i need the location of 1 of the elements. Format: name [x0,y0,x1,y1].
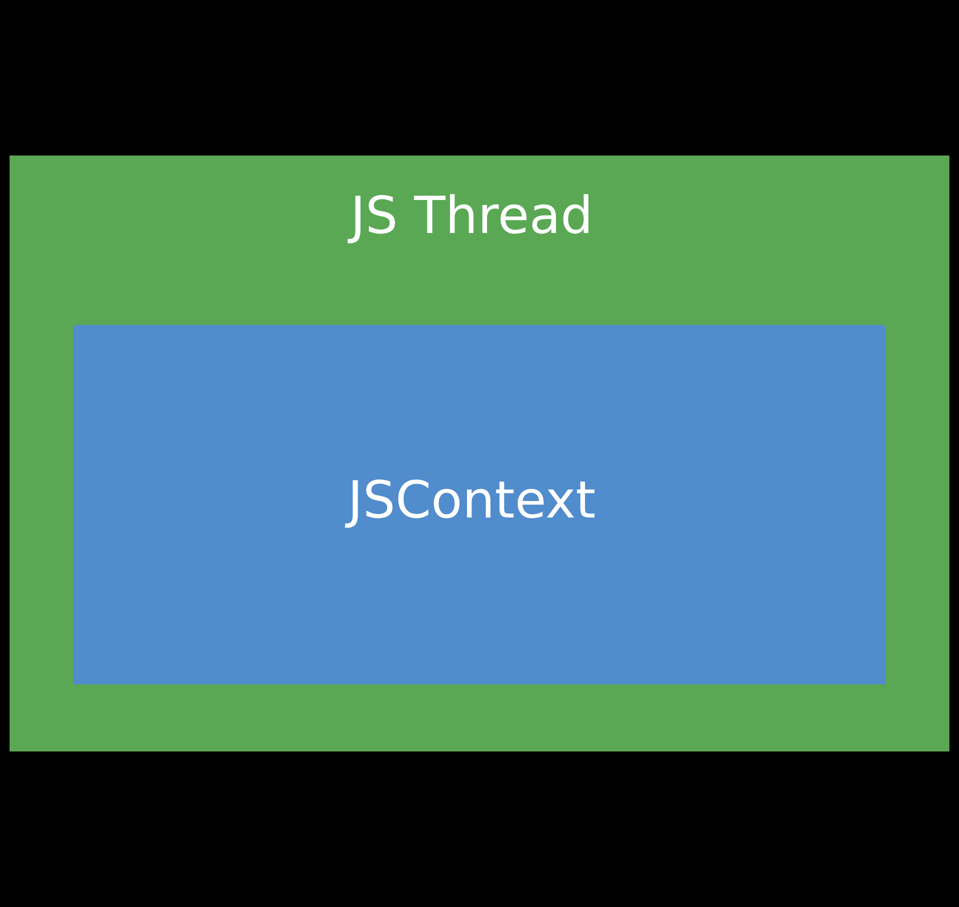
node-box [74,324,886,684]
